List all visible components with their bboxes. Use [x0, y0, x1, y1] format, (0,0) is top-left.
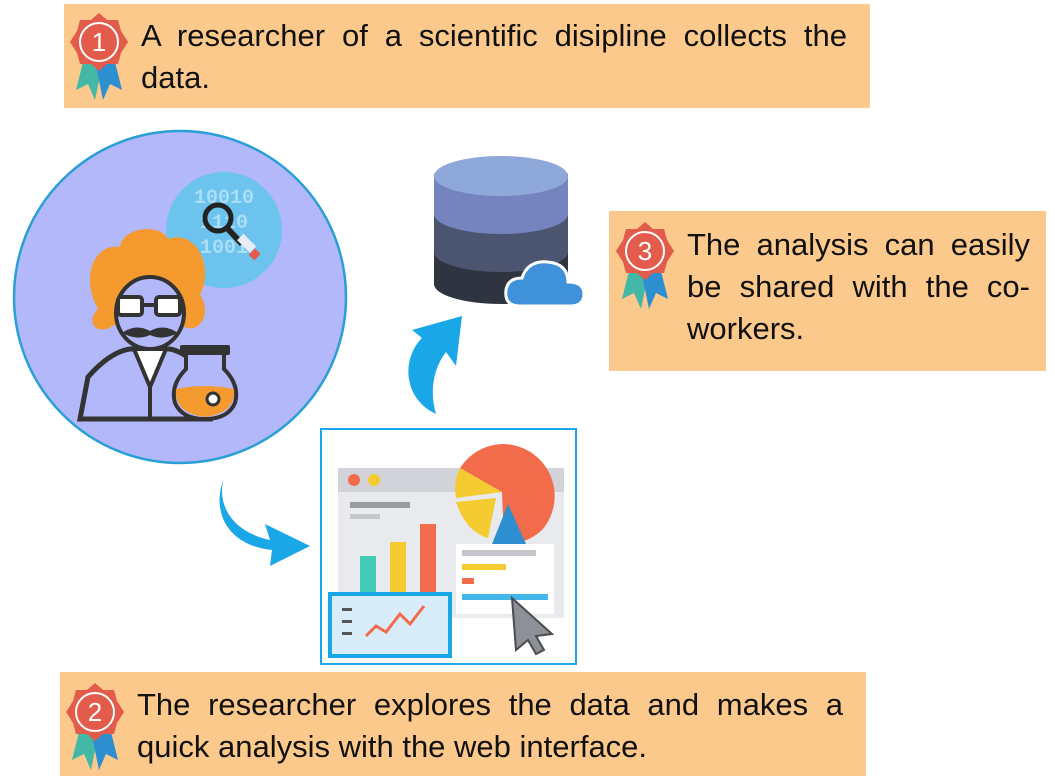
step-1-badge-icon: 1 — [70, 13, 128, 100]
svg-text:1001: 1001 — [200, 237, 248, 260]
step-1-box — [64, 4, 870, 108]
step-1-number: 1 — [92, 27, 106, 57]
step-2-number: 2 — [88, 697, 102, 727]
researcher-illustration: 10010 1110 1001 — [12, 129, 348, 465]
arrow-to-interface-icon — [219, 478, 310, 566]
step-3-number: 3 — [638, 236, 652, 266]
step-2-text: The researcher explores the data and mak… — [137, 687, 843, 764]
scientist-figure — [76, 229, 239, 422]
step-3-box — [609, 211, 1046, 371]
arrow-to-database-icon — [408, 316, 462, 414]
step-2-badge-icon: 2 — [66, 683, 124, 770]
step-3-badge-icon: 3 — [616, 222, 674, 309]
step-2-box — [60, 672, 866, 776]
web-interface-illustration — [320, 428, 577, 665]
step-3-text: The analysis can easily be shared with t… — [687, 227, 1030, 346]
step-1-text: A researcher of a scientific disipline c… — [141, 18, 847, 95]
database-icon — [434, 156, 586, 308]
svg-text:10010: 10010 — [194, 187, 254, 210]
